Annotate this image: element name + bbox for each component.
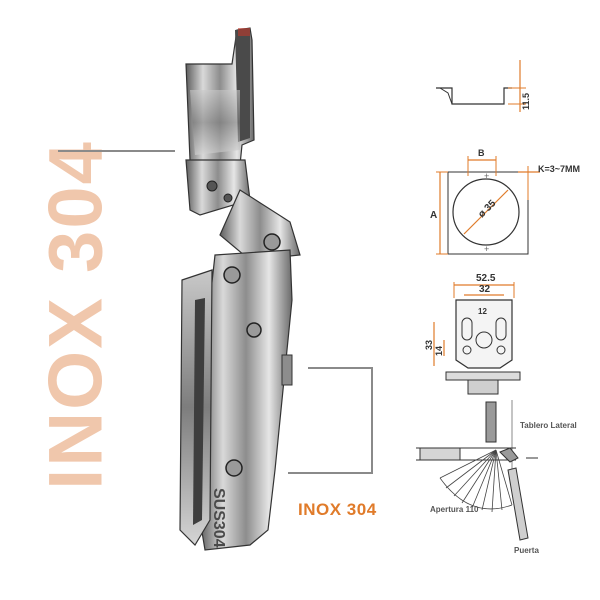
pivot-rivet-icon <box>223 266 241 284</box>
dim-height: 11.5 <box>521 93 531 110</box>
hinge-arm: SUS304 <box>179 249 293 551</box>
dim-small: 12 <box>478 307 487 316</box>
dim-b: B <box>478 148 485 158</box>
pointer-line-right <box>288 367 373 474</box>
rivet-icon <box>225 459 243 477</box>
rivet-icon <box>206 180 218 192</box>
material-label: INOX 304 <box>298 500 377 519</box>
hinge-cup <box>185 27 255 171</box>
cup-profile-diagram: 11.5 <box>436 60 531 112</box>
side-panel-label: Tablero Lateral <box>520 421 577 430</box>
dim-diameter: ø 35 <box>476 198 498 220</box>
dim-w2: 32 <box>479 284 491 295</box>
cup-topview-diagram: ø 35 A B K=3~7MM + + <box>430 148 580 255</box>
rivet-icon <box>223 193 233 203</box>
dim-h2: 14 <box>434 346 444 356</box>
opening-label: Apertura 110 <box>430 505 479 514</box>
dim-a: A <box>430 210 437 221</box>
hinge-neck <box>185 159 251 216</box>
pivot-rivet-icon <box>263 233 281 251</box>
dim-k: K=3~7MM <box>538 164 580 174</box>
baseplate-diagram: 52.5 32 12 33 14 <box>424 273 521 395</box>
hinge-stamp: SUS304 <box>210 488 227 548</box>
adjust-screw-icon <box>281 354 293 386</box>
svg-text:+: + <box>484 244 489 254</box>
dim-h1: 33 <box>424 340 434 350</box>
svg-text:+: + <box>484 171 489 181</box>
installation-diagram: Tablero Lateral Apertura 110 Puerta <box>416 400 577 555</box>
door-label: Puerta <box>514 546 539 555</box>
rivet-icon <box>246 322 262 338</box>
dim-w1: 52.5 <box>476 273 496 284</box>
